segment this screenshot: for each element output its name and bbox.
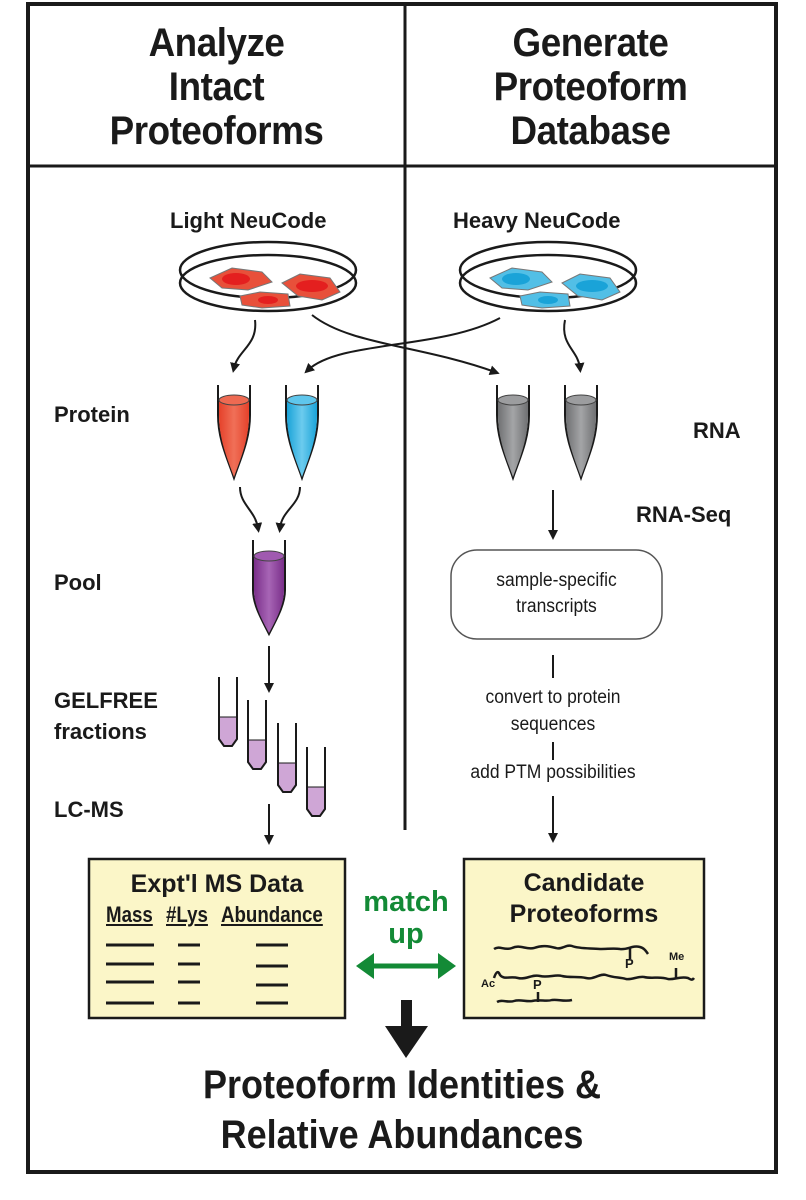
title-line: Proteoform xyxy=(493,65,688,109)
match-up-double-arrow-icon xyxy=(356,953,456,979)
candidate-line: Proteoforms xyxy=(509,900,659,928)
outer-frame xyxy=(26,2,778,1174)
title-line: Intact xyxy=(168,65,265,109)
convert-line: sequences xyxy=(510,714,596,735)
match-line: match xyxy=(363,886,449,918)
convert-label: convert to protein sequences xyxy=(440,684,666,738)
heavy-protein-tube-icon xyxy=(285,385,319,482)
ms-data-title: Expt'l MS Data xyxy=(130,870,304,898)
light-protein-tube-icon xyxy=(217,385,251,482)
title-line: Database xyxy=(510,109,671,153)
right-column-title: Generate Proteoform Database xyxy=(420,21,761,153)
gelfree-fraction-tubes-icon xyxy=(218,677,326,817)
ptm-label-phospho-1: P xyxy=(625,956,634,971)
split-arrows xyxy=(230,314,585,376)
rna-tube-2-icon xyxy=(564,385,598,482)
pool-tube-icon xyxy=(252,540,286,637)
rna-label: RNA xyxy=(693,418,741,443)
result-down-arrow-icon xyxy=(385,1000,428,1058)
heavy-neucode-dish-icon xyxy=(458,240,638,313)
column-header-abundance: Abundance xyxy=(221,902,323,927)
match-up-label: match up xyxy=(346,886,466,950)
candidate-title: Candidate Proteoforms xyxy=(464,868,704,930)
gelfree-line: GELFREE xyxy=(54,688,158,713)
ms-data-box xyxy=(87,857,347,1020)
lcms-label: LC-MS xyxy=(54,797,124,822)
rnaseq-label: RNA-Seq xyxy=(636,502,732,527)
candidate-line: Candidate xyxy=(523,869,645,897)
gelfree-label: GELFREE fractions xyxy=(54,685,158,747)
proteoform-sequences-icon xyxy=(492,944,696,1004)
transcripts-box xyxy=(450,549,663,640)
protein-label: Protein xyxy=(54,402,130,427)
title-line: Proteoforms xyxy=(109,109,324,153)
left-column-title: Analyze Intact Proteoforms xyxy=(43,21,390,153)
result-title: Proteoform Identities & Relative Abundan… xyxy=(65,1060,738,1160)
merge-arrows xyxy=(239,486,558,540)
ms-data-rows xyxy=(106,943,288,1005)
title-line: Generate xyxy=(512,21,669,65)
ptm-label: add PTM possibilities xyxy=(470,762,636,783)
title-line: Analyze xyxy=(148,21,285,65)
result-line: Relative Abundances xyxy=(220,1113,584,1157)
convert-line: convert to protein xyxy=(485,687,621,708)
ptm-label-methyl: Me xyxy=(669,951,685,963)
column-header-mass: Mass xyxy=(106,902,153,927)
transcripts-line: sample-specific xyxy=(496,570,617,591)
match-line: up xyxy=(388,918,424,950)
ptm-label-phospho-2: P xyxy=(533,977,542,992)
candidate-proteoforms-box xyxy=(462,857,706,1020)
light-neucode-label: Light NeuCode xyxy=(170,208,327,233)
pool-label: Pool xyxy=(54,570,102,595)
transcripts-box-label: sample-specific transcripts xyxy=(459,568,653,620)
gelfree-line: fractions xyxy=(54,719,147,744)
transcripts-line: transcripts xyxy=(516,596,597,617)
ptm-label-acetyl: Ac xyxy=(481,978,496,990)
light-neucode-dish-icon xyxy=(178,240,358,313)
rna-tube-1-icon xyxy=(496,385,530,482)
result-line: Proteoform Identities & xyxy=(202,1063,602,1107)
column-header-lys: #Lys xyxy=(166,902,208,927)
heavy-neucode-label: Heavy NeuCode xyxy=(453,208,621,233)
